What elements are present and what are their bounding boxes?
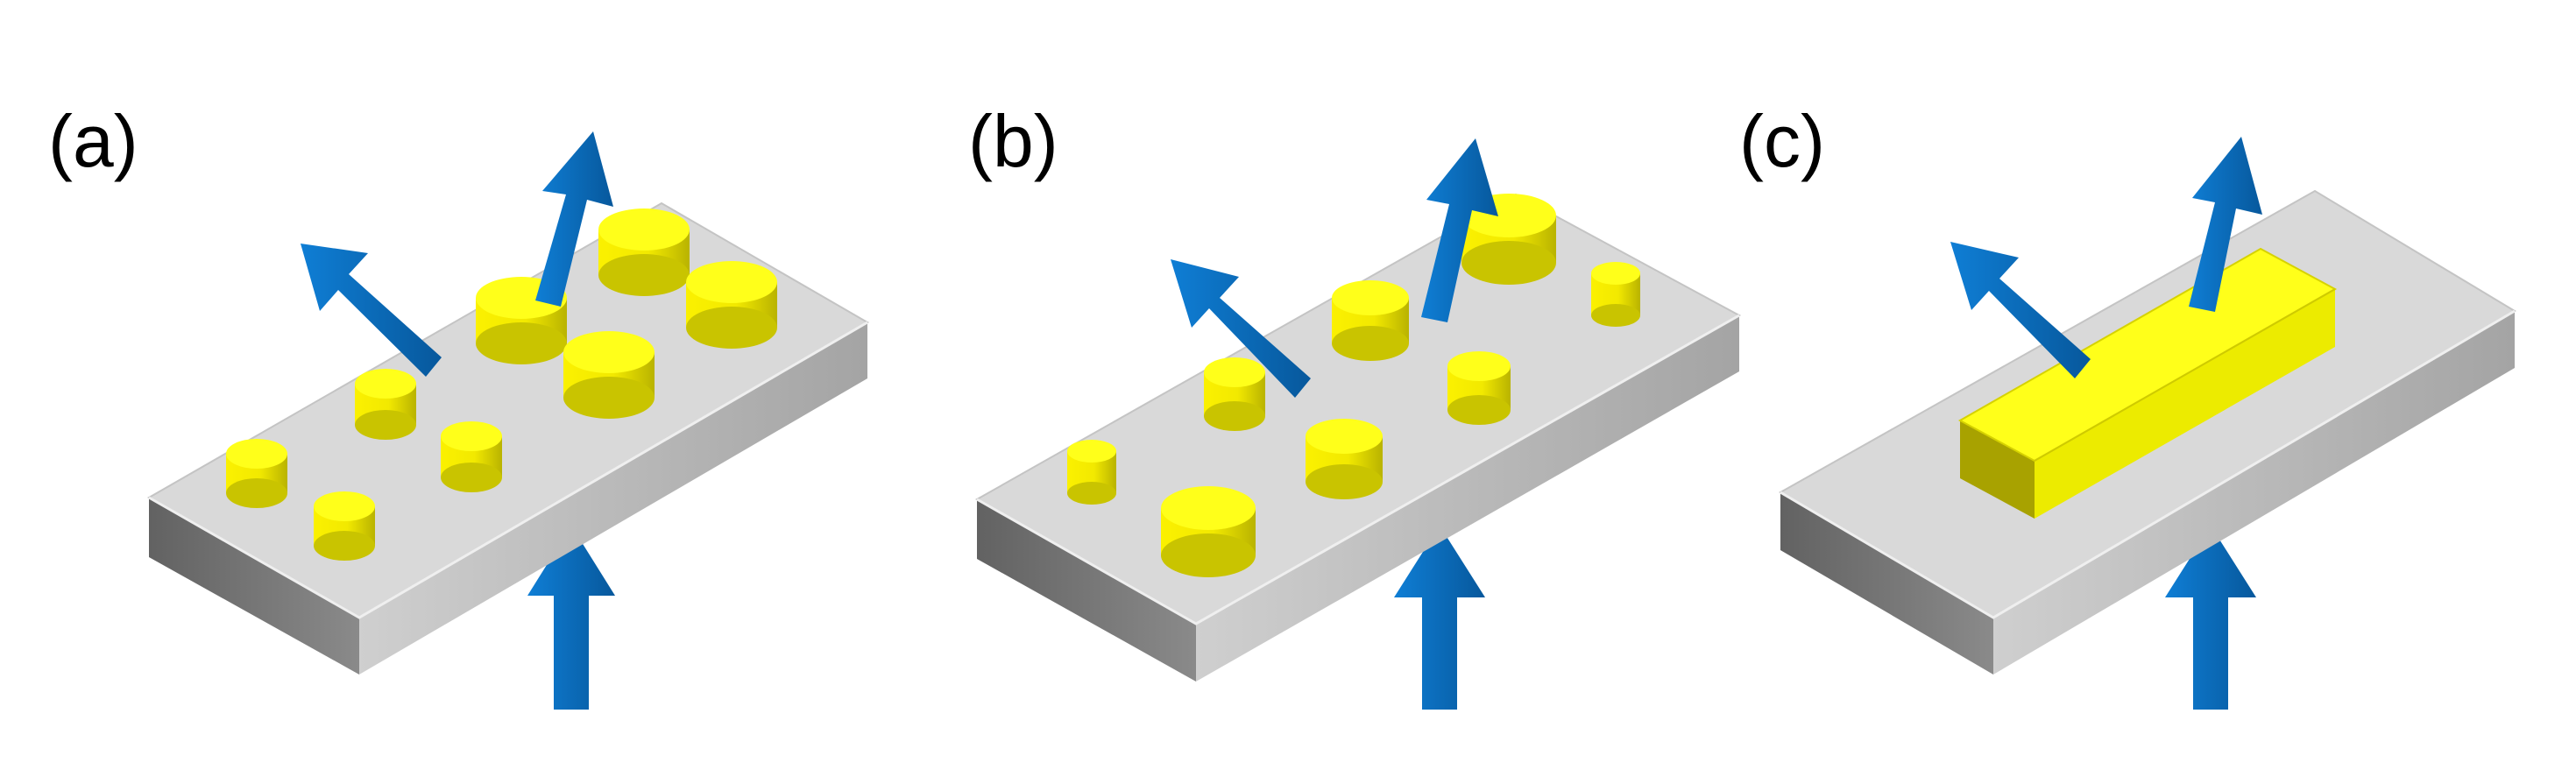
scattered-arrow-left-a bbox=[301, 244, 442, 377]
nanopillar-array-b bbox=[1067, 194, 1640, 577]
scattered-arrow-left-c bbox=[1950, 242, 2091, 378]
nanopillar bbox=[441, 421, 502, 492]
nanobar bbox=[1957, 247, 2338, 519]
scattered-arrow-left-b bbox=[1171, 259, 1311, 398]
panel-label-a: (a) bbox=[48, 100, 138, 182]
nanopillar bbox=[1447, 351, 1511, 425]
nanopillar bbox=[563, 331, 655, 419]
nanopillar bbox=[1306, 419, 1383, 499]
panel-a: (a) bbox=[48, 100, 869, 710]
scattered-arrow-right-c bbox=[2189, 137, 2262, 312]
nanopillar bbox=[1161, 486, 1256, 577]
scattered-arrow-right-a bbox=[535, 131, 613, 307]
scattered-arrow-right-b bbox=[1421, 138, 1498, 322]
incident-arrow-b bbox=[1394, 526, 1485, 710]
nanopillar bbox=[226, 439, 287, 508]
panel-label-b: (b) bbox=[968, 100, 1058, 182]
nanopillar-array-a bbox=[226, 208, 777, 561]
incident-arrow-c bbox=[2165, 526, 2256, 710]
nanopillar bbox=[1461, 194, 1556, 285]
nanopillar bbox=[314, 491, 375, 561]
nanopillar bbox=[686, 261, 777, 349]
incident-arrow-a bbox=[527, 526, 615, 710]
nanopillar bbox=[355, 369, 416, 440]
panel-b: (b) bbox=[968, 100, 1742, 710]
nanopillar bbox=[1067, 440, 1116, 505]
panel-c: (c) bbox=[1739, 100, 2516, 710]
nanopillar bbox=[598, 208, 690, 296]
panel-label-c: (c) bbox=[1739, 100, 1825, 182]
nanopillar bbox=[1332, 280, 1409, 361]
nanopillar bbox=[1591, 262, 1640, 327]
nanopillar bbox=[1204, 357, 1265, 431]
